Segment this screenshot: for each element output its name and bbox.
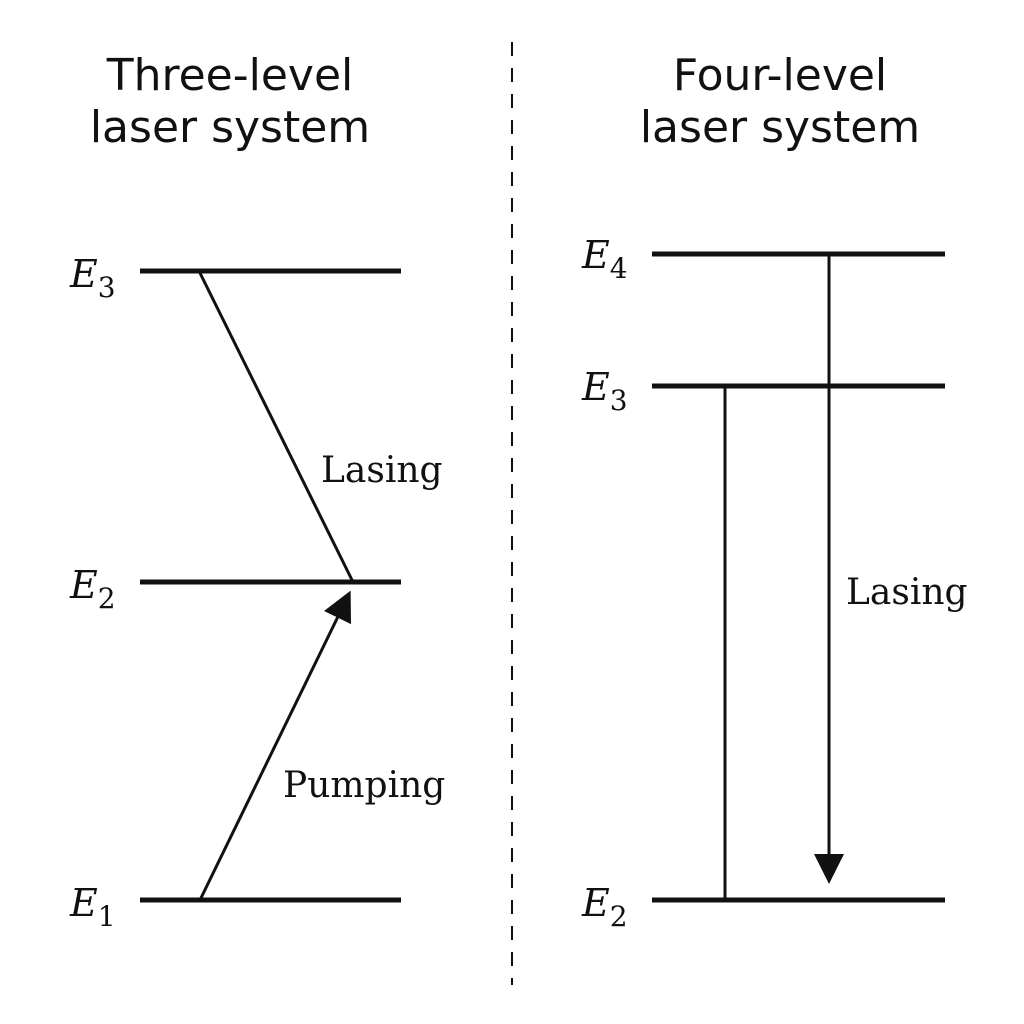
three-level-e3-symbol: E xyxy=(69,252,98,296)
four-level-title: Four-level laser system xyxy=(590,50,970,154)
four-level-e2-symbol: E xyxy=(581,881,610,925)
four-level-e4-label: E4 xyxy=(581,233,628,285)
three-level-e3-label: E3 xyxy=(69,252,116,304)
three-level-title-line2: laser system xyxy=(89,102,371,153)
three-level-pumping-label: Pumping xyxy=(283,765,445,806)
four-level-e3-subscript: 3 xyxy=(610,384,628,417)
three-level-lasing-label: Lasing xyxy=(321,450,443,491)
three-level-title: Three-level laser system xyxy=(60,50,400,154)
three-level-e1-subscript: 1 xyxy=(98,900,116,933)
three-level-title-line1: Three-level xyxy=(106,50,354,101)
three-level-e1-symbol: E xyxy=(69,881,98,925)
three-level-e2-subscript: 2 xyxy=(98,582,116,615)
three-level-e3-subscript: 3 xyxy=(98,271,116,304)
four-level-e2-label: E2 xyxy=(581,881,628,933)
three-level-pumping-arrow xyxy=(199,590,351,899)
four-level-e2-subscript: 2 xyxy=(610,900,628,933)
four-level-e3-symbol: E xyxy=(581,365,610,409)
four-level-e3-label: E3 xyxy=(581,365,628,417)
three-level-lasing-line xyxy=(198,272,354,581)
four-level-e4-symbol: E xyxy=(581,233,610,277)
four-level-lasing-label: Lasing xyxy=(846,572,968,613)
three-level-e2-symbol: E xyxy=(69,563,98,607)
three-level-e2-label: E2 xyxy=(69,563,116,615)
four-level-e4-subscript: 4 xyxy=(610,252,628,285)
four-level-title-line1: Four-level xyxy=(672,50,888,101)
three-level-e1-label: E1 xyxy=(69,881,116,933)
four-level-title-line2: laser system xyxy=(639,102,921,153)
